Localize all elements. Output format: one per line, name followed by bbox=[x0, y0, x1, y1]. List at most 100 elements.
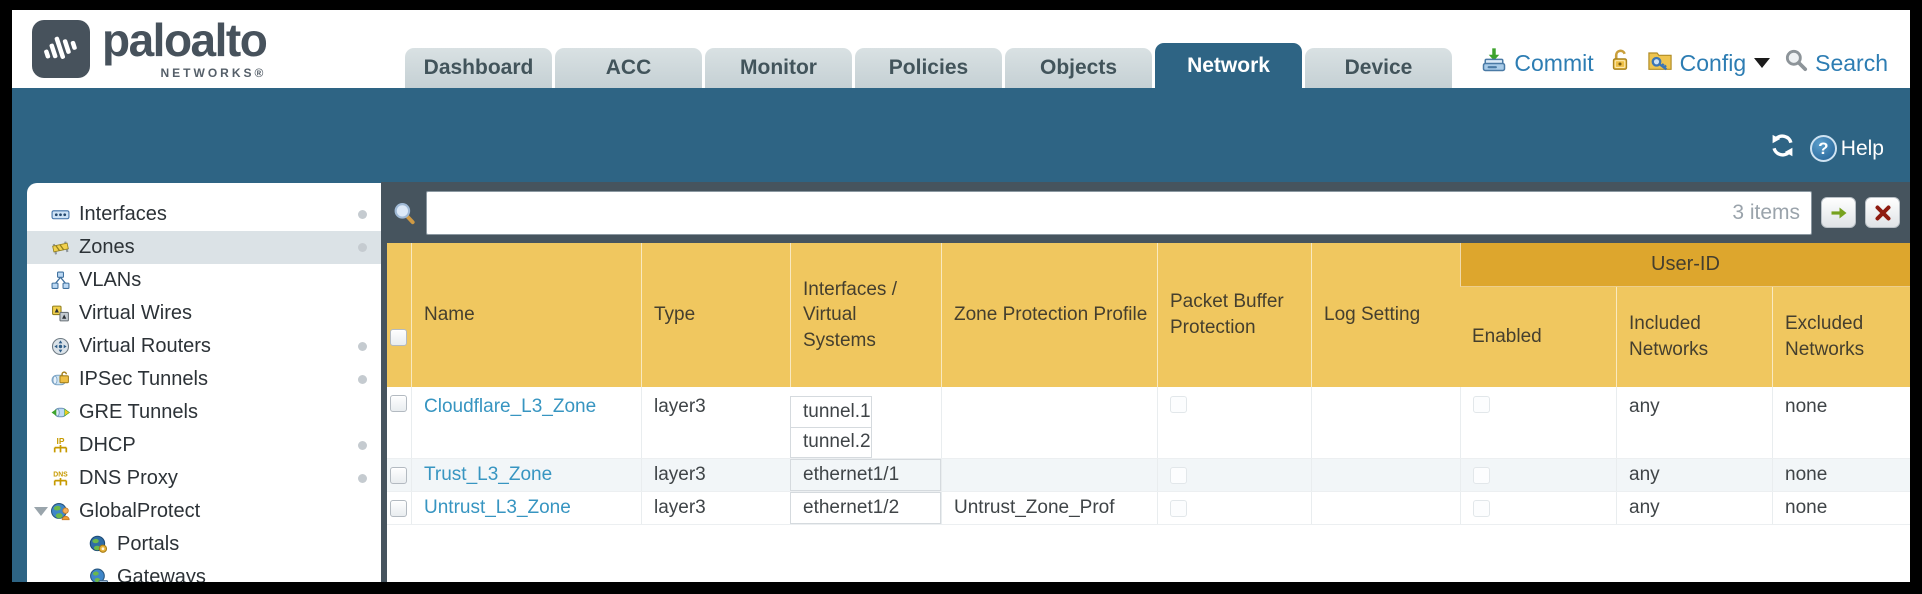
sidebar-item-zones[interactable]: Zones bbox=[27, 231, 381, 264]
items-count: 3 items bbox=[1732, 200, 1800, 224]
commit-icon bbox=[1480, 46, 1508, 80]
banner-actions: ? Help bbox=[1769, 132, 1884, 165]
log-setting-cell bbox=[1311, 387, 1460, 458]
search-label: Search bbox=[1815, 49, 1888, 76]
column-header-enabled[interactable]: Enabled bbox=[1472, 326, 1542, 348]
help-button[interactable]: ? Help bbox=[1809, 135, 1884, 162]
sidebar-item-interfaces[interactable]: Interfaces bbox=[27, 198, 381, 231]
sidebar-item-label: DHCP bbox=[79, 434, 136, 456]
user-id-column-group: User-ID Enabled Included Networks Exclud… bbox=[1460, 243, 1910, 387]
sidebar-item-vlans[interactable]: VLANs bbox=[27, 264, 381, 297]
row-checkbox[interactable] bbox=[390, 466, 407, 484]
user-id-enabled-checkbox[interactable] bbox=[1473, 499, 1490, 517]
user-id-enabled-cell bbox=[1460, 459, 1616, 491]
log-setting-cell bbox=[1311, 459, 1460, 491]
green-arrow-icon bbox=[1831, 207, 1846, 218]
interfaces-cell: ethernet1/1 bbox=[790, 459, 941, 491]
tab-dashboard[interactable]: Dashboard bbox=[405, 48, 552, 88]
sidebar-item-dns-proxy[interactable]: DNS DNS Proxy bbox=[27, 462, 381, 495]
column-header-packet-buffer-protection[interactable]: Packet Buffer Protection bbox=[1157, 243, 1311, 387]
help-label: Help bbox=[1840, 136, 1884, 160]
table-row: Cloudflare_L3_Zone layer3 tunnel.1 tunne… bbox=[387, 387, 1910, 459]
item-dot bbox=[358, 210, 367, 219]
clear-filter-button[interactable] bbox=[1865, 197, 1900, 228]
column-header-interfaces[interactable]: Interfaces / Virtual Systems bbox=[790, 243, 941, 387]
firewall-web-ui: paloalto NETWORKS® Dashboard ACC Monitor… bbox=[12, 10, 1910, 582]
sidebar-item-gateways[interactable]: Gateways bbox=[27, 561, 381, 582]
packet-buffer-protection-checkbox[interactable] bbox=[1170, 466, 1187, 484]
header-checkbox-cell bbox=[387, 243, 411, 387]
user-id-enabled-checkbox[interactable] bbox=[1473, 466, 1490, 484]
commit-label: Commit bbox=[1514, 49, 1594, 76]
header-actions: Commit Config Search bbox=[1480, 46, 1888, 80]
sidebar-item-portals[interactable]: Portals bbox=[27, 528, 381, 561]
zone-name-link[interactable]: Cloudflare_L3_Zone bbox=[424, 396, 597, 417]
tab-network[interactable]: Network bbox=[1155, 43, 1302, 88]
portals-icon bbox=[89, 535, 108, 554]
sidebar-item-label: Interfaces bbox=[79, 203, 167, 225]
sidebar-item-label: Virtual Wires bbox=[79, 302, 192, 324]
packet-buffer-protection-checkbox[interactable] bbox=[1170, 499, 1187, 517]
refresh-icon[interactable] bbox=[1769, 132, 1796, 165]
expander-triangle-icon[interactable] bbox=[34, 507, 48, 516]
tab-acc[interactable]: ACC bbox=[555, 48, 702, 88]
tab-policies[interactable]: Policies bbox=[855, 48, 1002, 88]
user-id-enabled-checkbox[interactable] bbox=[1473, 396, 1490, 413]
filter-search-icon bbox=[391, 200, 417, 226]
chevron-down-icon bbox=[1754, 58, 1771, 68]
paloalto-logo-icon bbox=[32, 19, 90, 78]
filter-input-wrap: 3 items bbox=[426, 190, 1812, 235]
column-header-name[interactable]: Name bbox=[411, 243, 641, 387]
item-dot bbox=[358, 441, 367, 450]
config-menu-button[interactable]: Config bbox=[1646, 46, 1771, 80]
packet-buffer-protection-checkbox[interactable] bbox=[1170, 396, 1187, 413]
column-header-excluded-networks[interactable]: Excluded Networks bbox=[1772, 287, 1910, 387]
top-bar: paloalto NETWORKS® Dashboard ACC Monitor… bbox=[12, 10, 1910, 88]
table-row: Untrust_L3_Zone layer3 ethernet1/2 Untru… bbox=[387, 492, 1910, 525]
packet-buffer-protection-cell bbox=[1157, 492, 1311, 524]
sidebar-item-ipsec-tunnels[interactable]: IPSec Tunnels bbox=[27, 363, 381, 396]
sidebar-item-gre-tunnels[interactable]: GRE Tunnels bbox=[27, 396, 381, 429]
main-nav-tabs: Dashboard ACC Monitor Policies Objects N… bbox=[405, 43, 1452, 88]
apply-filter-button[interactable] bbox=[1821, 197, 1856, 228]
help-icon: ? bbox=[1809, 135, 1837, 162]
filter-input[interactable] bbox=[426, 190, 1812, 235]
tab-objects[interactable]: Objects bbox=[1005, 48, 1152, 88]
paloalto-logo: paloalto NETWORKS® bbox=[32, 17, 268, 80]
select-all-checkbox[interactable] bbox=[390, 328, 407, 346]
row-checkbox[interactable] bbox=[390, 499, 407, 517]
tab-monitor[interactable]: Monitor bbox=[705, 48, 852, 88]
filter-bar: 3 items bbox=[387, 182, 1910, 243]
column-header-zone-protection-profile[interactable]: Zone Protection Profile bbox=[941, 243, 1157, 387]
unlock-button[interactable] bbox=[1607, 47, 1633, 79]
svg-text:IP: IP bbox=[57, 436, 65, 446]
column-header-type[interactable]: Type bbox=[641, 243, 790, 387]
included-networks-cell: any bbox=[1616, 387, 1772, 458]
column-header-log-setting[interactable]: Log Setting bbox=[1311, 243, 1460, 387]
included-networks-cell: any bbox=[1616, 459, 1772, 491]
row-checkbox[interactable] bbox=[390, 395, 407, 412]
sidebar-item-label: VLANs bbox=[79, 269, 142, 291]
interfaces-cell: tunnel.1 tunnel.2 bbox=[790, 387, 941, 458]
user-id-group-header: User-ID bbox=[1460, 243, 1910, 287]
sidebar-item-globalprotect[interactable]: GlobalProtect bbox=[27, 495, 381, 528]
brand-subtitle: NETWORKS® bbox=[160, 66, 267, 80]
global-search-button[interactable]: Search bbox=[1783, 47, 1888, 79]
column-header-included-networks[interactable]: Included Networks bbox=[1616, 287, 1772, 387]
dns-proxy-icon: DNS bbox=[51, 469, 70, 488]
sidebar-item-dhcp[interactable]: IP DHCP bbox=[27, 429, 381, 462]
zone-protection-profile-cell bbox=[941, 459, 1157, 491]
sidebar-item-virtual-wires[interactable]: Virtual Wires bbox=[27, 297, 381, 330]
commit-button[interactable]: Commit bbox=[1480, 46, 1594, 80]
sidebar-item-label: Virtual Routers bbox=[79, 335, 211, 357]
tab-device[interactable]: Device bbox=[1305, 48, 1452, 88]
sidebar-item-label: Gateways bbox=[117, 566, 206, 582]
excluded-networks-cell: none bbox=[1772, 387, 1910, 458]
network-sidebar: Interfaces Zones VLANs Virtual Wires bbox=[27, 183, 381, 582]
sidebar-item-label: GlobalProtect bbox=[79, 500, 201, 522]
user-id-enabled-cell bbox=[1460, 492, 1616, 524]
zone-name-link[interactable]: Trust_L3_Zone bbox=[424, 464, 553, 485]
sidebar-item-virtual-routers[interactable]: Virtual Routers bbox=[27, 330, 381, 363]
zone-name-link[interactable]: Untrust_L3_Zone bbox=[424, 497, 571, 518]
zone-protection-profile-cell: Untrust_Zone_Prof bbox=[941, 492, 1157, 524]
